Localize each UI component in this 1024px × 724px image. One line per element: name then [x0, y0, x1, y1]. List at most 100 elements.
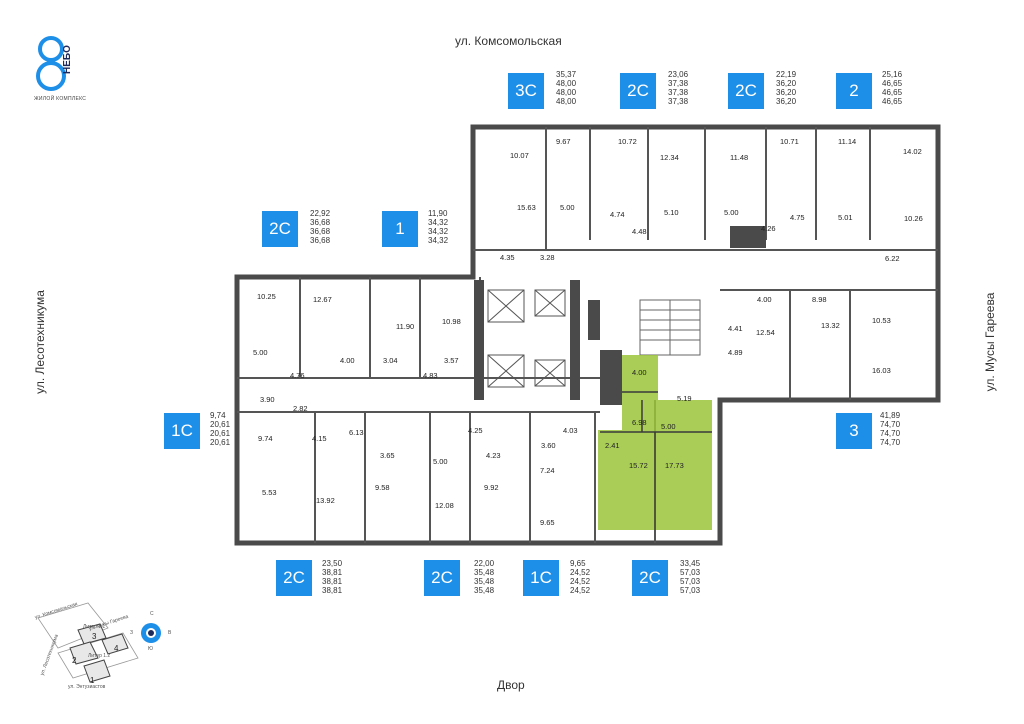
minimap-number: 2: [72, 656, 77, 665]
room-area: 9.58: [375, 483, 390, 492]
room-area: 11.14: [838, 137, 857, 146]
site-minimap[interactable]: ул. Комсомольская ул. Мусы Гареева ул. Л…: [28, 598, 188, 694]
room-area: 13.92: [316, 496, 335, 505]
room-area: 10.25: [257, 292, 276, 301]
room-area: 4.23: [486, 451, 501, 460]
elevators: [487, 289, 566, 388]
room-area: 5.19: [677, 394, 692, 403]
room-area: 5.00: [253, 348, 268, 357]
room-area: 5.00: [433, 457, 448, 466]
apartment-badge[interactable]: 2С: [262, 211, 298, 247]
room-area: 4.00: [757, 295, 772, 304]
logo: НЕБО ЖИЛОЙ КОМПЛЕКС: [34, 34, 114, 104]
room-area: 15.63: [517, 203, 536, 212]
room-area: 11.48: [730, 153, 749, 162]
compass-south: Ю: [148, 646, 154, 652]
room-area: 4.35: [500, 253, 515, 262]
compass-west: З: [130, 630, 134, 636]
room-area: 12.08: [435, 501, 454, 510]
logo-tagline: ЖИЛОЙ КОМПЛЕКС: [34, 96, 87, 102]
room-area: 4.00: [632, 368, 647, 377]
apartment-badge[interactable]: 2С: [728, 73, 764, 109]
compass-icon: [141, 623, 161, 643]
room-area: 4.75: [790, 213, 805, 222]
minimap-section: Литер 1.2: [88, 653, 111, 659]
room-area: 9.65: [540, 518, 555, 527]
room-area: 12.54: [756, 328, 775, 337]
room-area: 3.90: [260, 395, 275, 404]
room-area: 14.02: [903, 147, 922, 156]
room-area: 12.34: [660, 153, 679, 162]
highlight-inner-walls: [600, 391, 712, 530]
room-area: 4.00: [340, 356, 355, 365]
minimap-number: 3: [92, 632, 97, 641]
staircase: [639, 299, 701, 356]
apartment-badge[interactable]: 2С: [632, 560, 668, 596]
room-area: 9.74: [258, 434, 273, 443]
room-area: 15.72: [629, 461, 648, 470]
room-area: 3.57: [444, 356, 459, 365]
room-area: 4.74: [610, 210, 625, 219]
apartment-badge[interactable]: 3С: [508, 73, 544, 109]
room-area: 10.71: [780, 137, 799, 146]
room-area: 10.07: [510, 151, 529, 160]
logo-mark-icon: [36, 36, 66, 91]
room-area: 4.76: [290, 371, 305, 380]
room-area: 11.90: [396, 322, 415, 331]
room-area: 9.92: [484, 483, 499, 492]
room-area: 9.67: [556, 137, 571, 146]
room-area: 4.89: [728, 348, 743, 357]
interior-walls: [237, 127, 938, 543]
apartment-badge[interactable]: 1С: [164, 413, 200, 449]
room-area: 10.98: [442, 317, 461, 326]
apartment-badge[interactable]: 1С: [523, 560, 559, 596]
room-area: 4.03: [563, 426, 578, 435]
compass-east: В: [168, 630, 172, 636]
room-area: 5.00: [560, 203, 575, 212]
room-area: 16.03: [872, 366, 891, 375]
room-area: 4.48: [632, 227, 647, 236]
room-area: 12.67: [313, 295, 332, 304]
room-area: 2.41: [605, 441, 620, 450]
apartment-badge[interactable]: 1: [382, 211, 418, 247]
room-area: 3.65: [380, 451, 395, 460]
room-area: 10.26: [904, 214, 923, 223]
room-area: 4.41: [728, 324, 743, 333]
room-area: 3.04: [383, 356, 398, 365]
minimap-street: ул. Энтузиастов: [68, 684, 106, 690]
room-area: 4.15: [312, 434, 327, 443]
room-area: 13.32: [821, 321, 840, 330]
site-plan-icon: [37, 602, 139, 683]
room-area: 6.13: [349, 428, 364, 437]
room-area: 10.53: [872, 316, 891, 325]
room-area: 3.28: [540, 253, 555, 262]
apartment-badge[interactable]: 2С: [276, 560, 312, 596]
apartment-badge[interactable]: 2С: [620, 73, 656, 109]
room-area: 4.83: [423, 371, 438, 380]
compass-north: С: [150, 611, 154, 617]
minimap-number: 4: [114, 644, 119, 653]
street-bottom: Двор: [497, 678, 525, 692]
room-area: 4.26: [761, 224, 776, 233]
apartment-badge[interactable]: 2С: [424, 560, 460, 596]
apartment-badge[interactable]: 3: [836, 413, 872, 449]
core: [474, 226, 766, 405]
room-area: 2.82: [293, 404, 308, 413]
street-top: ул. Комсомольская: [455, 34, 562, 48]
apartment-badge[interactable]: 2: [836, 73, 872, 109]
room-area: 5.01: [838, 213, 853, 222]
room-area: 17.73: [665, 461, 684, 470]
room-area: 5.53: [262, 488, 277, 497]
room-area: 3.60: [541, 441, 556, 450]
